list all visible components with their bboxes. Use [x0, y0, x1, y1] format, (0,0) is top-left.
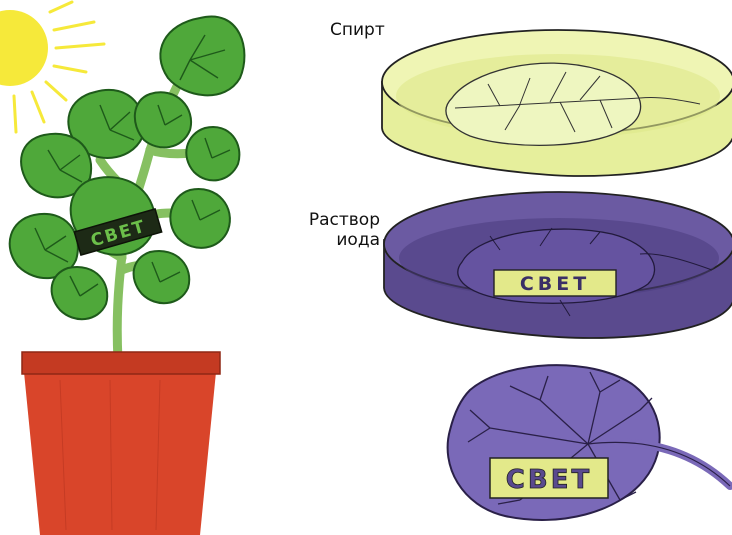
leaf — [52, 267, 108, 319]
label-iodine-solution: Раствор иода — [288, 210, 380, 250]
label-iodine-line1: Раствор — [288, 210, 380, 230]
stained-leaf-stencil-text: СВЕТ — [506, 465, 592, 495]
label-alcohol: Спирт — [330, 20, 385, 40]
flower-pot — [22, 352, 220, 535]
stained-leaf: СВЕТ — [448, 365, 730, 520]
label-iodine-line2: иода — [288, 230, 380, 250]
leaf — [186, 127, 239, 180]
leaf — [134, 251, 190, 303]
iodine-dish: СВЕТ — [384, 192, 732, 338]
alcohol-dish — [382, 30, 732, 176]
iodine-dish-stencil-text: СВЕТ — [520, 273, 590, 295]
